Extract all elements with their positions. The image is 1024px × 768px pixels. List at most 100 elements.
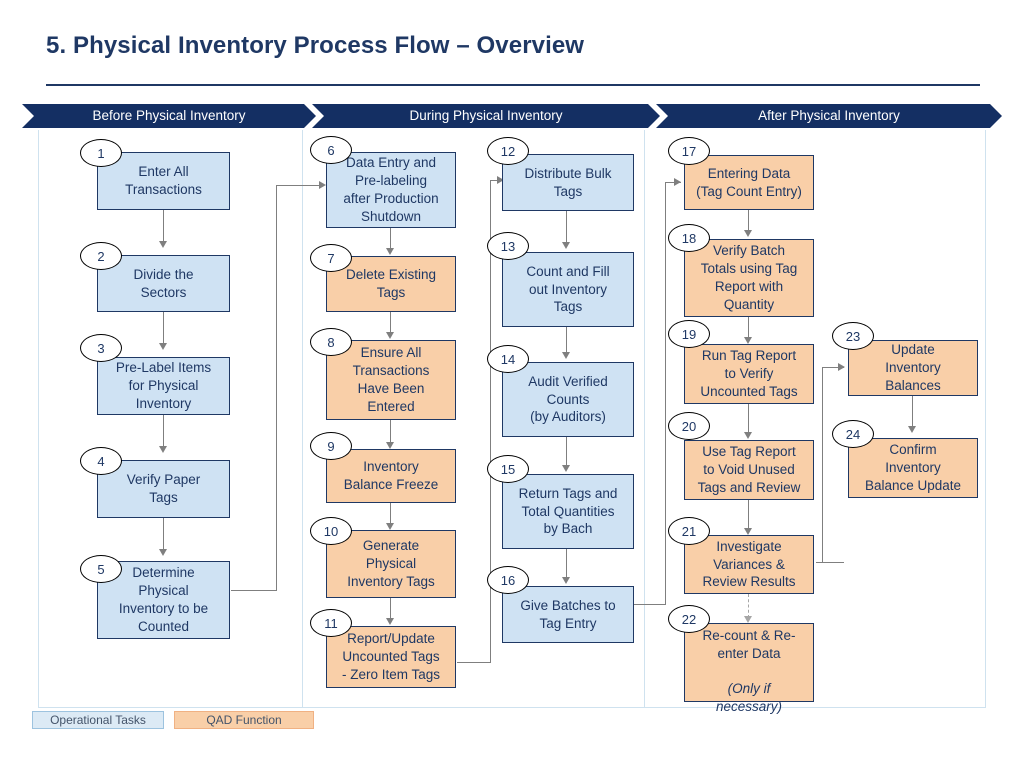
edge-11-12-v [490,180,492,663]
node-18[interactable]: Verify Batch Totals using Tag Report wit… [684,239,814,317]
legend-item-operational: Operational Tasks [32,711,164,729]
edge-1-2-arrow [159,241,167,248]
node-1[interactable]: Enter All Transactions [97,152,230,210]
edge-21-23-h2 [822,367,844,369]
node-4-number: 4 [80,447,122,475]
node-24-number: 24 [832,420,874,448]
node-8[interactable]: Ensure All Transactions Have Been Entere… [326,340,456,420]
edge-7-8-arrow [386,332,394,339]
phase-label-before: Before Physical Inventory [92,108,246,124]
node-20[interactable]: Use Tag Report to Void Unused Tags and R… [684,440,814,500]
node-8-number: 8 [310,328,352,356]
node-21-number: 21 [668,517,710,545]
node-21[interactable]: Investigate Variances & Review Results [684,535,814,594]
node-4[interactable]: Verify Paper Tags [97,460,230,518]
edge-10-11 [390,598,392,620]
edge-8-9-arrow [386,442,394,449]
edge-13-14 [566,327,568,354]
legend-label-operational: Operational Tasks [50,713,146,727]
node-12[interactable]: Distribute Bulk Tags [502,154,634,211]
node-23-number: 23 [832,322,874,350]
edge-18-19-arrow [744,337,752,344]
node-6[interactable]: Data Entry and Pre-labeling after Produc… [326,152,456,228]
edge-20-21-arrow [744,528,752,535]
edge-23-24-arrow [908,426,916,433]
node-13[interactable]: Count and Fill out Inventory Tags [502,252,634,327]
edge-9-10 [390,503,392,525]
edge-18-19 [748,317,750,339]
edge-21-22-dashed [748,594,749,618]
edge-12-13-arrow [562,242,570,249]
edge-5-6-v [276,185,278,591]
phase-chevron-after[interactable]: After Physical Inventory [656,104,1002,128]
node-9[interactable]: Inventory Balance Freeze [326,449,456,503]
edge-10-11-arrow [386,618,394,625]
node-18-number: 18 [668,224,710,252]
edge-21-22-arrow [744,616,752,623]
node-5-number: 5 [80,555,122,583]
edge-12-13 [566,211,568,244]
edge-5-6-h2 [276,185,321,187]
edge-21-23-h1 [816,562,844,564]
node-22[interactable]: Re-count & Re- enter Data (Only if neces… [684,623,814,714]
lane-divider-2 [644,130,645,708]
edge-11-12-arrow [497,176,504,184]
phase-chevron-before[interactable]: Before Physical Inventory [22,104,316,128]
edge-4-5-arrow [159,549,167,556]
edge-3-4-arrow [159,446,167,453]
edge-5-6-h1 [231,590,277,592]
legend-label-qad: QAD Function [206,713,282,727]
node-1-number: 1 [80,139,122,167]
node-11-number: 11 [310,609,352,637]
edge-15-16 [566,549,568,579]
node-15-number: 15 [487,455,529,483]
edge-7-8 [390,312,392,334]
node-13-number: 13 [487,232,529,260]
edge-23-24 [912,396,914,428]
edge-4-5 [163,518,165,551]
phase-label-during: During Physical Inventory [409,108,563,124]
node-7-number: 7 [310,244,352,272]
node-11[interactable]: Report/Update Uncounted Tags - Zero Item… [326,626,456,688]
node-10[interactable]: Generate Physical Inventory Tags [326,530,456,598]
node-3[interactable]: Pre-Label Items for Physical Inventory [97,357,230,415]
lane-divider-1 [302,130,303,708]
node-24[interactable]: Confirm Inventory Balance Update [848,438,978,498]
edge-19-20 [748,404,750,434]
node-15[interactable]: Return Tags and Total Quantities by Bach [502,474,634,549]
node-17-number: 17 [668,137,710,165]
node-2[interactable]: Divide the Sectors [97,255,230,312]
edge-16-17-arrow [674,178,681,186]
page-title: 5. Physical Inventory Process Flow – Ove… [46,32,585,59]
edge-17-18-arrow [744,230,752,237]
node-3-number: 3 [80,334,122,362]
edge-14-15-arrow [562,465,570,472]
node-17[interactable]: Entering Data (Tag Count Entry) [684,155,814,210]
edge-9-10-arrow [386,523,394,530]
node-16[interactable]: Give Batches to Tag Entry [502,586,634,643]
node-20-number: 20 [668,412,710,440]
node-6-number: 6 [310,136,352,164]
node-19[interactable]: Run Tag Report to Verify Uncounted Tags [684,344,814,404]
edge-16-17-v [665,182,667,605]
edge-14-15 [566,437,568,467]
lane-frame [38,130,986,708]
title-divider [46,84,980,86]
edge-2-3 [163,312,165,345]
edge-21-23-v [822,367,824,563]
phase-banner: Before Physical Inventory During Physica… [22,104,1002,128]
node-22-text: Re-count & Re- enter Data [702,627,796,661]
node-19-number: 19 [668,320,710,348]
edge-16-17-h1 [633,604,666,606]
phase-chevron-during[interactable]: During Physical Inventory [312,104,660,128]
edge-6-7-arrow [386,248,394,255]
phase-label-after: After Physical Inventory [758,108,900,124]
edge-19-20-arrow [744,432,752,439]
node-23[interactable]: Update Inventory Balances [848,340,978,396]
node-22-note: (Only if necessary) [715,681,783,715]
edge-16-17-h2 [665,182,681,184]
node-14[interactable]: Audit Verified Counts (by Auditors) [502,362,634,437]
edge-6-7 [390,228,392,250]
edge-1-2 [163,210,165,243]
